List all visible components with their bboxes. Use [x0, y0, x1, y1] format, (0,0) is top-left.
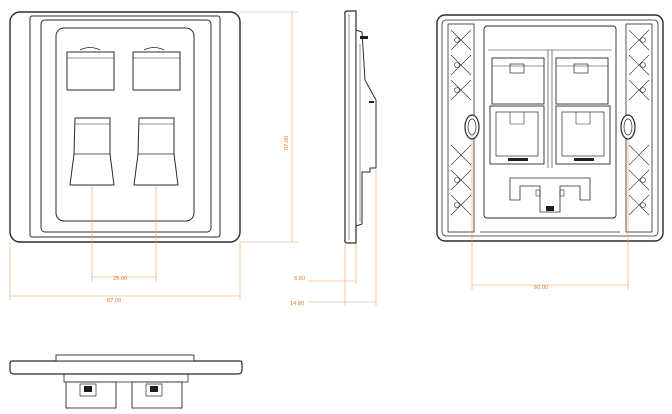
- rear-keystone-bottom-right: [555, 105, 611, 165]
- dim-rear-mount-spacing: 60.00: [534, 285, 548, 291]
- rear-lower-tabs: [509, 177, 591, 213]
- side-tab-dark-2: [369, 101, 374, 103]
- dim-overall-height: 87.00: [284, 136, 290, 150]
- faceplate-inner-frame: [40, 19, 212, 233]
- rear-keystone-bottom-left: [489, 105, 545, 165]
- faceplate-outer: [9, 11, 241, 243]
- bottom-faceplate: [9, 360, 243, 375]
- side-body: [355, 29, 377, 227]
- dim-side-depth-total: 14.80: [290, 301, 304, 307]
- rear-outer: [436, 14, 664, 242]
- side-faceplate: [344, 10, 357, 244]
- rear-frame: [441, 19, 659, 237]
- front-shutter-right: [132, 47, 181, 91]
- bottom-module-right: [131, 381, 183, 409]
- dim-overall-width: 87.00: [107, 298, 121, 304]
- rear-screw-hole-right: [620, 114, 636, 140]
- front-view: [9, 11, 241, 243]
- side-tab-dark: [360, 36, 368, 39]
- rear-view: [436, 14, 664, 242]
- front-port-left: [69, 117, 115, 186]
- dim-port-spacing: 25.00: [113, 276, 127, 282]
- bottom-module-left: [65, 381, 117, 409]
- side-view: [344, 10, 377, 244]
- front-port-right: [133, 117, 179, 186]
- rear-keystone-top-left: [491, 57, 545, 105]
- faceplate-bezel: [29, 15, 221, 238]
- front-dimensions: [9, 11, 298, 300]
- bottom-bezel: [55, 354, 195, 362]
- dim-side-depth-front: 8.60: [294, 276, 305, 282]
- rear-dimensions: [471, 140, 629, 290]
- bottom-body: [63, 373, 189, 383]
- rear-housing: [483, 25, 617, 219]
- rear-screw-hole-left: [464, 114, 480, 140]
- front-shutter-left: [66, 47, 115, 91]
- bottom-view: [9, 354, 243, 409]
- side-dimensions: [308, 170, 377, 306]
- rear-keystone-top-right: [555, 57, 609, 105]
- faceplate-insert: [55, 27, 195, 222]
